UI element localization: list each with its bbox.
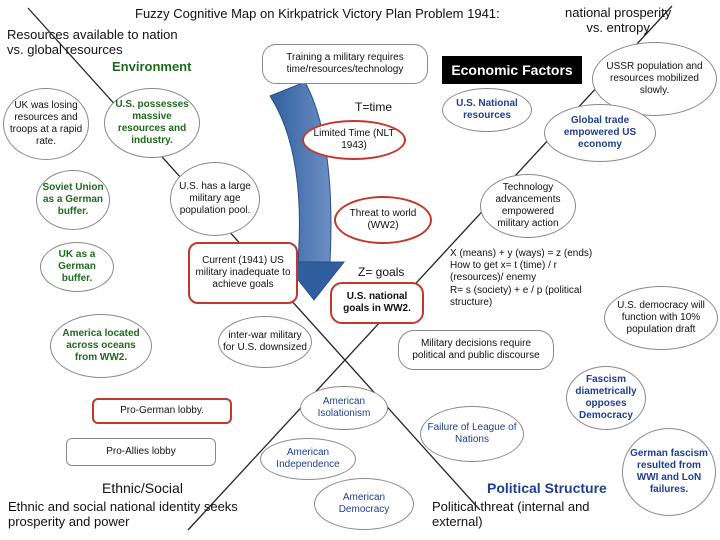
formula-line-2: How to get x= t (time) / r — [450, 260, 557, 272]
prosperity-title: national prosperity vs. entropy — [565, 5, 672, 36]
american-democracy-node: American Democracy — [314, 478, 414, 530]
technology-advancements-node: Technology advancements empowered milita… — [480, 174, 576, 238]
political-structure-heading: Political Structure — [487, 480, 607, 496]
ussr-population-node: USSR population and resources mobilized … — [592, 42, 717, 116]
political-structure-description: Political threat (internal and external) — [432, 499, 590, 530]
environment-description: Resources available to nation vs. global… — [7, 27, 178, 58]
us-national-goals-node: U.S. national goals in WW2. — [330, 282, 424, 324]
us-national-resources-node: U.S. National resources — [442, 88, 532, 132]
limited-time-node: Limited Time (NLT 1943) — [302, 120, 406, 160]
threat-to-world-node: Threat to world (WW2) — [334, 196, 432, 244]
america-oceans-node: America located across oceans from WW2. — [50, 314, 152, 378]
league-of-nations-node: Failure of League of Nations — [420, 406, 524, 462]
military-decisions-node: Military decisions require political and… — [398, 330, 554, 370]
environment-heading: Environment — [112, 59, 192, 74]
environment-description-line-2: vs. global resources — [7, 41, 123, 57]
map-title: Fuzzy Cognitive Map on Kirkpatrick Victo… — [135, 6, 500, 21]
x-axis-line-b — [187, 5, 673, 531]
pro-german-lobby-node: Pro-German lobby. — [92, 398, 232, 424]
political-desc-line-2: external) — [432, 513, 483, 529]
us-democracy-function-node: U.S. democracy will function with 10% po… — [604, 286, 718, 350]
current-military-inadequate-node: Current (1941) US military inadequate to… — [188, 242, 298, 304]
us-massive-resources-node: U.S. possesses massive resources and ind… — [104, 88, 200, 158]
training-military-node: Training a military requires time/resour… — [262, 44, 428, 84]
big-arrow-head — [282, 261, 346, 301]
economic-factors-heading: Economic Factors — [442, 56, 582, 84]
time-equation: T=time — [355, 100, 393, 114]
ethnic-desc-line-2: prosperity and power — [8, 513, 130, 529]
us-large-military-node: U.S. has a large military age population… — [170, 162, 260, 236]
fascism-opposes-democracy-node: Fascism diametrically opposes Democracy — [566, 366, 646, 430]
interwar-military-node: inter-war military for U.S. downsized — [218, 316, 312, 368]
american-independence-node: American Independence — [260, 438, 356, 480]
global-trade-node: Global trade empowered US economy — [544, 104, 656, 162]
environment-description-line-1: Resources available to nation — [7, 27, 178, 42]
pro-allies-lobby-node: Pro-Allies lobby — [66, 438, 216, 466]
soviet-buffer-node: Soviet Union as a German buffer. — [36, 170, 110, 230]
formula-line-1: X (means) + y (ways) = z (ends) — [450, 248, 593, 259]
prosperity-title-line-1: national prosperity — [565, 5, 672, 20]
formula-block: X (means) + y (ways) = z (ends) How to g… — [450, 248, 592, 309]
ethnic-social-description: Ethnic and social national identity seek… — [8, 499, 238, 530]
ethnic-social-heading: Ethnic/Social — [102, 480, 183, 496]
ethnic-desc-line-1: Ethnic and social national identity seek… — [8, 499, 238, 514]
formula-line-4: R= s (society) + e / p (political — [450, 284, 582, 296]
german-fascism-node: German fascism resulted from WWI and LoN… — [622, 428, 716, 516]
american-isolationism-node: American Isolationism — [300, 386, 388, 430]
uk-losing-resources-node: UK was losing resources and troops at a … — [3, 88, 89, 160]
formula-line-5: structure) — [450, 296, 493, 308]
prosperity-title-line-2: vs. entropy — [586, 19, 650, 35]
z-goals-label: Z= goals — [358, 265, 405, 279]
uk-buffer-node: UK as a German buffer. — [40, 242, 114, 292]
political-desc-line-1: Political threat (internal and — [432, 499, 590, 514]
big-curved-arrow — [269, 81, 332, 263]
formula-line-3: (resources)/ enemy — [450, 272, 537, 284]
